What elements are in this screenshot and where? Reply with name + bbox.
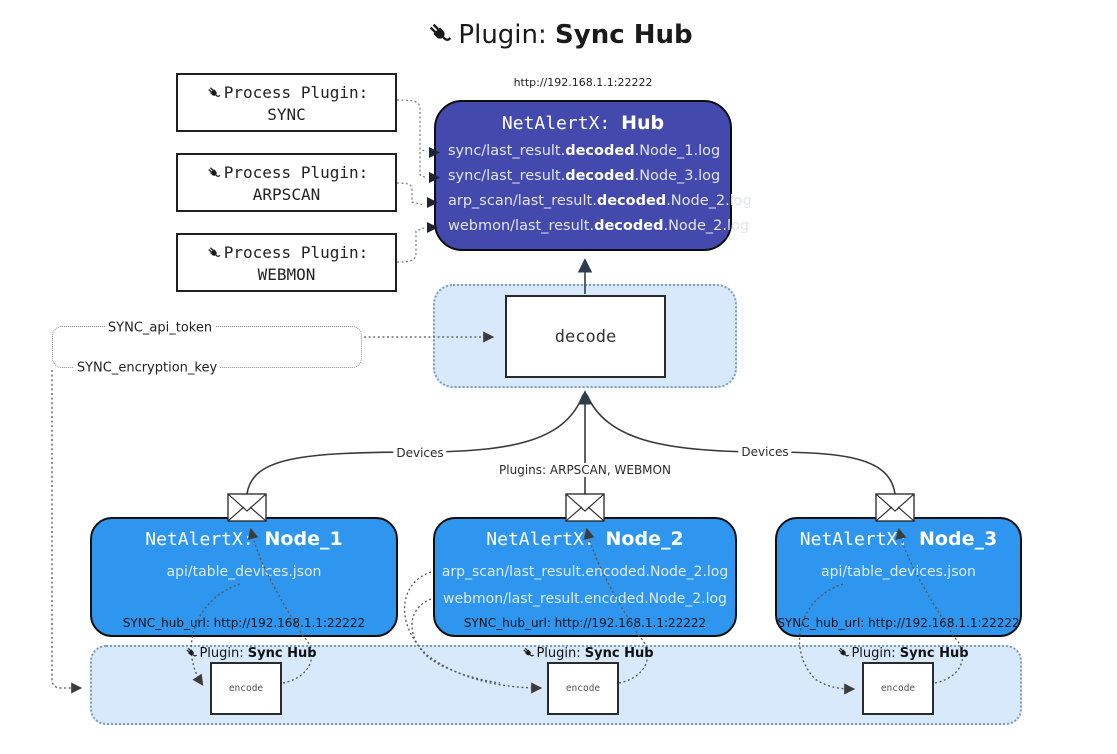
hub-box: NetAlertX: Hub sync/last_result.decoded.…: [434, 100, 752, 251]
hub-title: NetAlertX: Hub: [501, 112, 665, 134]
devices-edge-label-left: Devices: [393, 446, 447, 460]
encode-box: encode: [547, 662, 619, 715]
plug-icon: [430, 23, 452, 41]
node-lines: arp_scan/last_result.encoded.Node_2.log …: [435, 559, 735, 613]
hub-log-line: webmon/last_result.decoded.Node_2.log: [448, 218, 750, 234]
plug-icon: [838, 647, 850, 657]
plugin-dotted-edges: [396, 99, 428, 263]
encode-box: encode: [210, 662, 282, 715]
node-line: arp_scan/last_result.encoded.Node_2.log: [441, 564, 729, 580]
node-hub-url: SYNC_hub_url: http://192.168.1.1:22222: [122, 616, 366, 630]
title-name: Sync Hub: [555, 20, 693, 50]
devices-edge-label-right: Devices: [738, 445, 792, 459]
node-3-box: NetAlertX: Node_3 api/table_devices.json…: [775, 517, 1022, 637]
sync-encryption-key-label: SYNC_encryption_key: [73, 360, 221, 376]
hub-log-line: arp_scan/last_result.decoded.Node_2.log: [448, 193, 752, 209]
node-hub-url: SYNC_hub_url: http://192.168.1.1:22222: [777, 616, 1020, 630]
decode-box: decode: [505, 295, 666, 378]
node-hub-url: SYNC_hub_url: http://192.168.1.1:22222: [463, 616, 707, 630]
plug-icon: [208, 167, 221, 177]
hub-log-line: sync/last_result.decoded.Node_1.log: [448, 143, 721, 159]
process-plugin-sync: Process Plugin: SYNC: [176, 73, 397, 132]
encoder-badge: Plugin: Sync Hub: [835, 645, 969, 661]
node-lines: api/table_devices.json: [777, 559, 1020, 586]
plug-icon: [208, 247, 221, 257]
hub-log-list: sync/last_result.decoded.Node_1.log sync…: [436, 139, 752, 239]
plug-icon: [523, 647, 535, 657]
hub-log-line: sync/last_result.decoded.Node_3.log: [448, 168, 721, 184]
title-prefix: Plugin:: [458, 20, 547, 50]
node-2-box: NetAlertX: Node_2 arp_scan/last_result.e…: [433, 517, 737, 637]
sync-api-token-label: SYNC_api_token: [104, 320, 216, 336]
node-line: api/table_devices.json: [166, 564, 322, 580]
node-lines: api/table_devices.json: [92, 559, 396, 586]
process-plugin-name: ARPSCAN: [252, 185, 321, 204]
node-1-box: NetAlertX: Node_1 api/table_devices.json…: [90, 517, 398, 637]
plug-icon: [186, 647, 198, 657]
node-line: api/table_devices.json: [821, 564, 976, 580]
process-plugin-name: SYNC: [267, 105, 306, 124]
page-title: Plugin: Sync Hub: [0, 18, 1117, 50]
process-plugin-label: Process Plugin:: [223, 83, 369, 102]
encode-box: encode: [862, 662, 934, 715]
hub-url-label: http://192.168.1.1:22222: [513, 76, 653, 89]
process-plugin-webmon: Process Plugin: WEBMON: [176, 233, 397, 292]
process-plugin-arpscan: Process Plugin: ARPSCAN: [176, 153, 397, 212]
node-title: NetAlertX: Node_3: [799, 528, 998, 550]
process-plugin-label: Process Plugin:: [223, 163, 369, 182]
node-title: NetAlertX: Node_1: [145, 528, 343, 550]
encoder-badge: Plugin: Sync Hub: [520, 645, 654, 661]
process-plugin-label: Process Plugin:: [223, 243, 369, 262]
plug-icon: [208, 87, 221, 97]
encoder-badge: Plugin: Sync Hub: [183, 645, 317, 661]
plugins-edge-label: Plugins: ARPSCAN, WEBMON: [496, 463, 674, 477]
node-title: NetAlertX: Node_2: [486, 528, 684, 550]
process-plugin-name: WEBMON: [257, 265, 316, 284]
node-line: webmon/last_result.encoded.Node_2.log: [443, 591, 727, 607]
